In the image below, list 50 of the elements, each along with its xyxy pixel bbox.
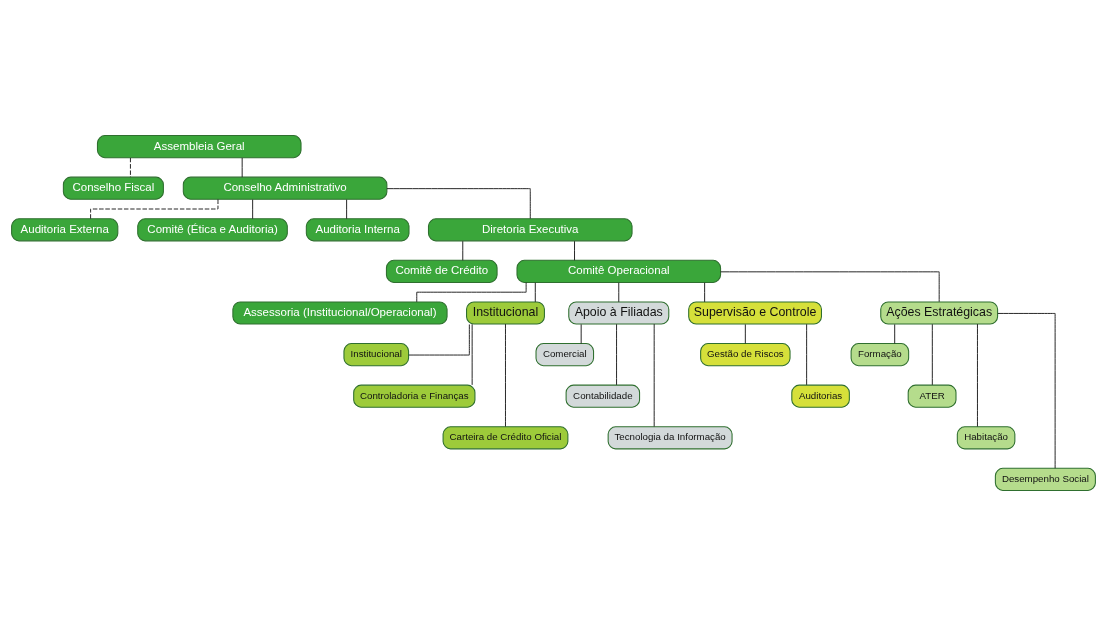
node-box: Assessoria (Institucional/Operacional) (232, 300, 448, 325)
node-box: Comitê Operacional (516, 259, 722, 283)
node-box: Supervisão e Controle (688, 300, 822, 325)
connector (894, 323, 896, 344)
node-box: Apoio à Filiadas (568, 300, 670, 325)
node-box: Assembleia Geral (96, 134, 302, 158)
connector (704, 281, 706, 302)
node-box: ATER (907, 384, 957, 408)
connector (806, 323, 808, 385)
node-box: Conselho Fiscal (62, 176, 164, 200)
node-box: Institucional (466, 300, 545, 325)
connector (241, 157, 243, 178)
connector (616, 323, 618, 385)
connector (534, 281, 536, 302)
node-box: Comercial (535, 342, 595, 366)
node-box: Institucional (343, 342, 410, 366)
connector (574, 240, 575, 261)
node-box: Comitê de Crédito (385, 259, 498, 283)
connector (346, 198, 348, 219)
node-box: Contabilidade (565, 384, 641, 408)
connector (580, 323, 582, 344)
connector (618, 281, 620, 302)
connector (653, 323, 655, 427)
connector (462, 240, 464, 261)
node-box: Desempenho Social (994, 467, 1096, 491)
connector (505, 323, 506, 427)
node-box: Auditoria Interna (305, 217, 410, 241)
connector (720, 270, 940, 302)
connector (744, 323, 746, 344)
node-box: Comitê (Ética e Auditoria) (137, 217, 288, 241)
connector (997, 312, 1056, 469)
node-box: Auditorias (791, 384, 850, 408)
connector (252, 198, 254, 219)
connector (976, 323, 978, 427)
connector (386, 187, 531, 219)
node-box: Carteira de Crédito Oficial (442, 425, 569, 449)
node-box: Formação (850, 342, 910, 366)
connector (931, 323, 933, 385)
connector (416, 281, 527, 302)
node-box: Controladoria e Finanças (353, 384, 476, 408)
node-box: Ações Estratégicas (880, 300, 999, 325)
node-box: Gestão de Riscos (700, 342, 791, 366)
node-box: Habitação (956, 425, 1016, 449)
node-box: Conselho Administrativo (182, 176, 388, 200)
node-box: Tecnologia da Informação (607, 425, 733, 449)
node-box: Auditoria Externa (11, 217, 119, 241)
connector (408, 323, 470, 356)
node-box: Diretoria Executiva (427, 217, 633, 241)
connector (471, 323, 473, 385)
connector (129, 157, 131, 178)
